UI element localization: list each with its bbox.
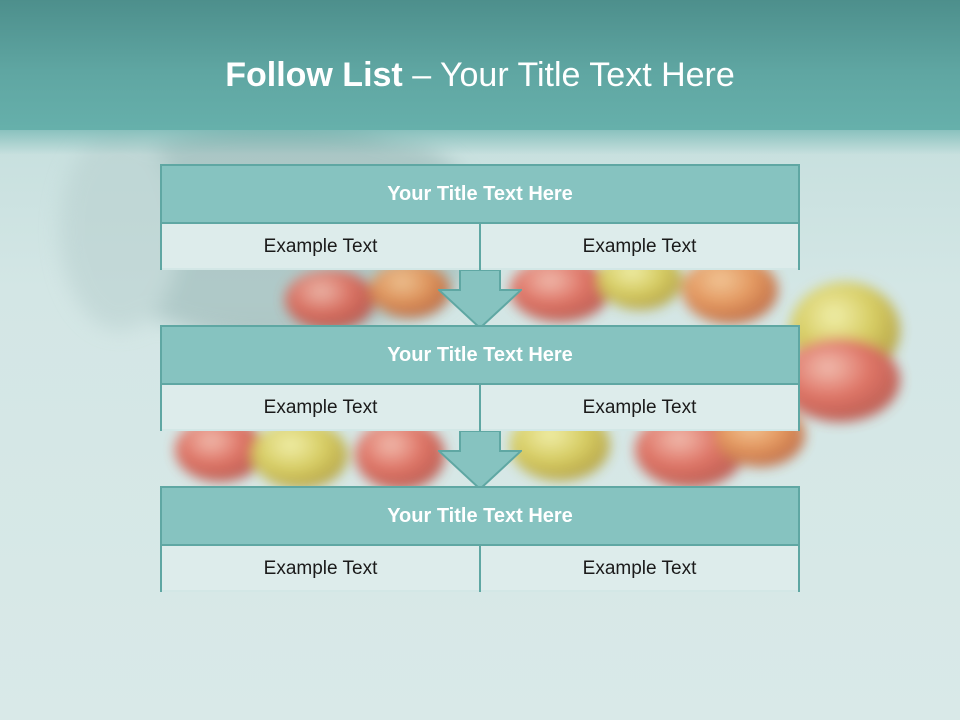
slide-title: Follow List – Your Title Text Here <box>0 52 960 98</box>
list-block-1: Your Title Text Here Example Text Exampl… <box>160 164 800 270</box>
list-block-3: Your Title Text Here Example Text Exampl… <box>160 486 800 592</box>
slide-title-bold: Follow List <box>225 56 403 94</box>
slide-title-rest: – Your Title Text Here <box>402 56 735 94</box>
block-cell-left: Example Text <box>162 385 479 431</box>
block-row: Example Text Example Text <box>162 224 798 270</box>
title-band-fade <box>0 125 960 155</box>
list-block-2: Your Title Text Here Example Text Exampl… <box>160 325 800 431</box>
block-cell-right: Example Text <box>479 224 798 270</box>
down-arrow-icon <box>438 270 522 330</box>
block-cell-left: Example Text <box>162 224 479 270</box>
block-cell-right: Example Text <box>479 385 798 431</box>
block-title: Your Title Text Here <box>162 327 798 385</box>
block-title: Your Title Text Here <box>162 166 798 224</box>
block-row: Example Text Example Text <box>162 385 798 431</box>
block-cell-left: Example Text <box>162 546 479 592</box>
block-cell-right: Example Text <box>479 546 798 592</box>
block-row: Example Text Example Text <box>162 546 798 592</box>
down-arrow-icon <box>438 431 522 491</box>
block-title: Your Title Text Here <box>162 488 798 546</box>
title-band <box>0 0 960 130</box>
